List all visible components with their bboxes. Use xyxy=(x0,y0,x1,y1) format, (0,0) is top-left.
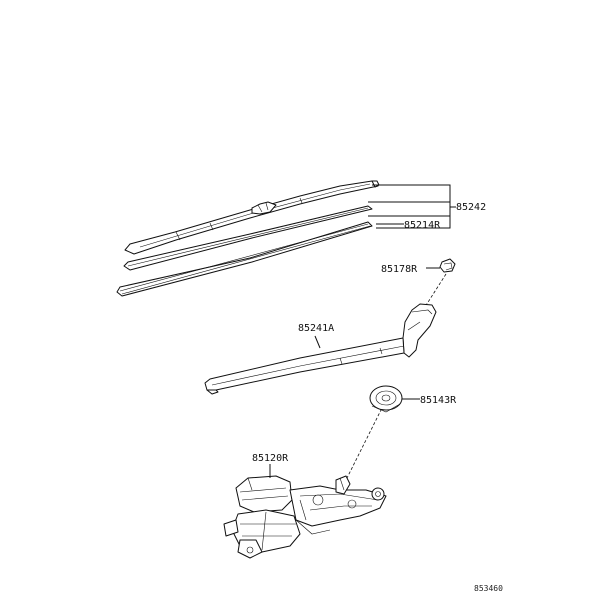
pivot-cover[interactable] xyxy=(369,385,403,413)
assembly-axis-lower xyxy=(335,399,387,501)
label-wiper-blade: 85242 xyxy=(456,202,486,213)
blade-rubber[interactable] xyxy=(116,221,373,297)
arm-cap[interactable] xyxy=(439,258,456,273)
assembly-axis-upper xyxy=(422,273,447,311)
callout-85241a-line xyxy=(314,335,321,349)
wiper-blade-assembly[interactable] xyxy=(124,180,380,255)
callout-85242-lines xyxy=(368,184,456,229)
figure-code: 853460 xyxy=(474,584,503,593)
wiper-motor[interactable] xyxy=(223,475,387,559)
label-pivot-cover: 85143R xyxy=(420,395,457,406)
label-wiper-arm: 85241A xyxy=(298,323,334,334)
blade-strip[interactable] xyxy=(123,205,373,271)
label-wiper-motor: 85120R xyxy=(252,453,289,464)
label-arm-cap: 85178R xyxy=(381,264,418,275)
label-blade-rubber: 85214R xyxy=(404,220,441,231)
wiper-arm[interactable] xyxy=(204,303,437,395)
